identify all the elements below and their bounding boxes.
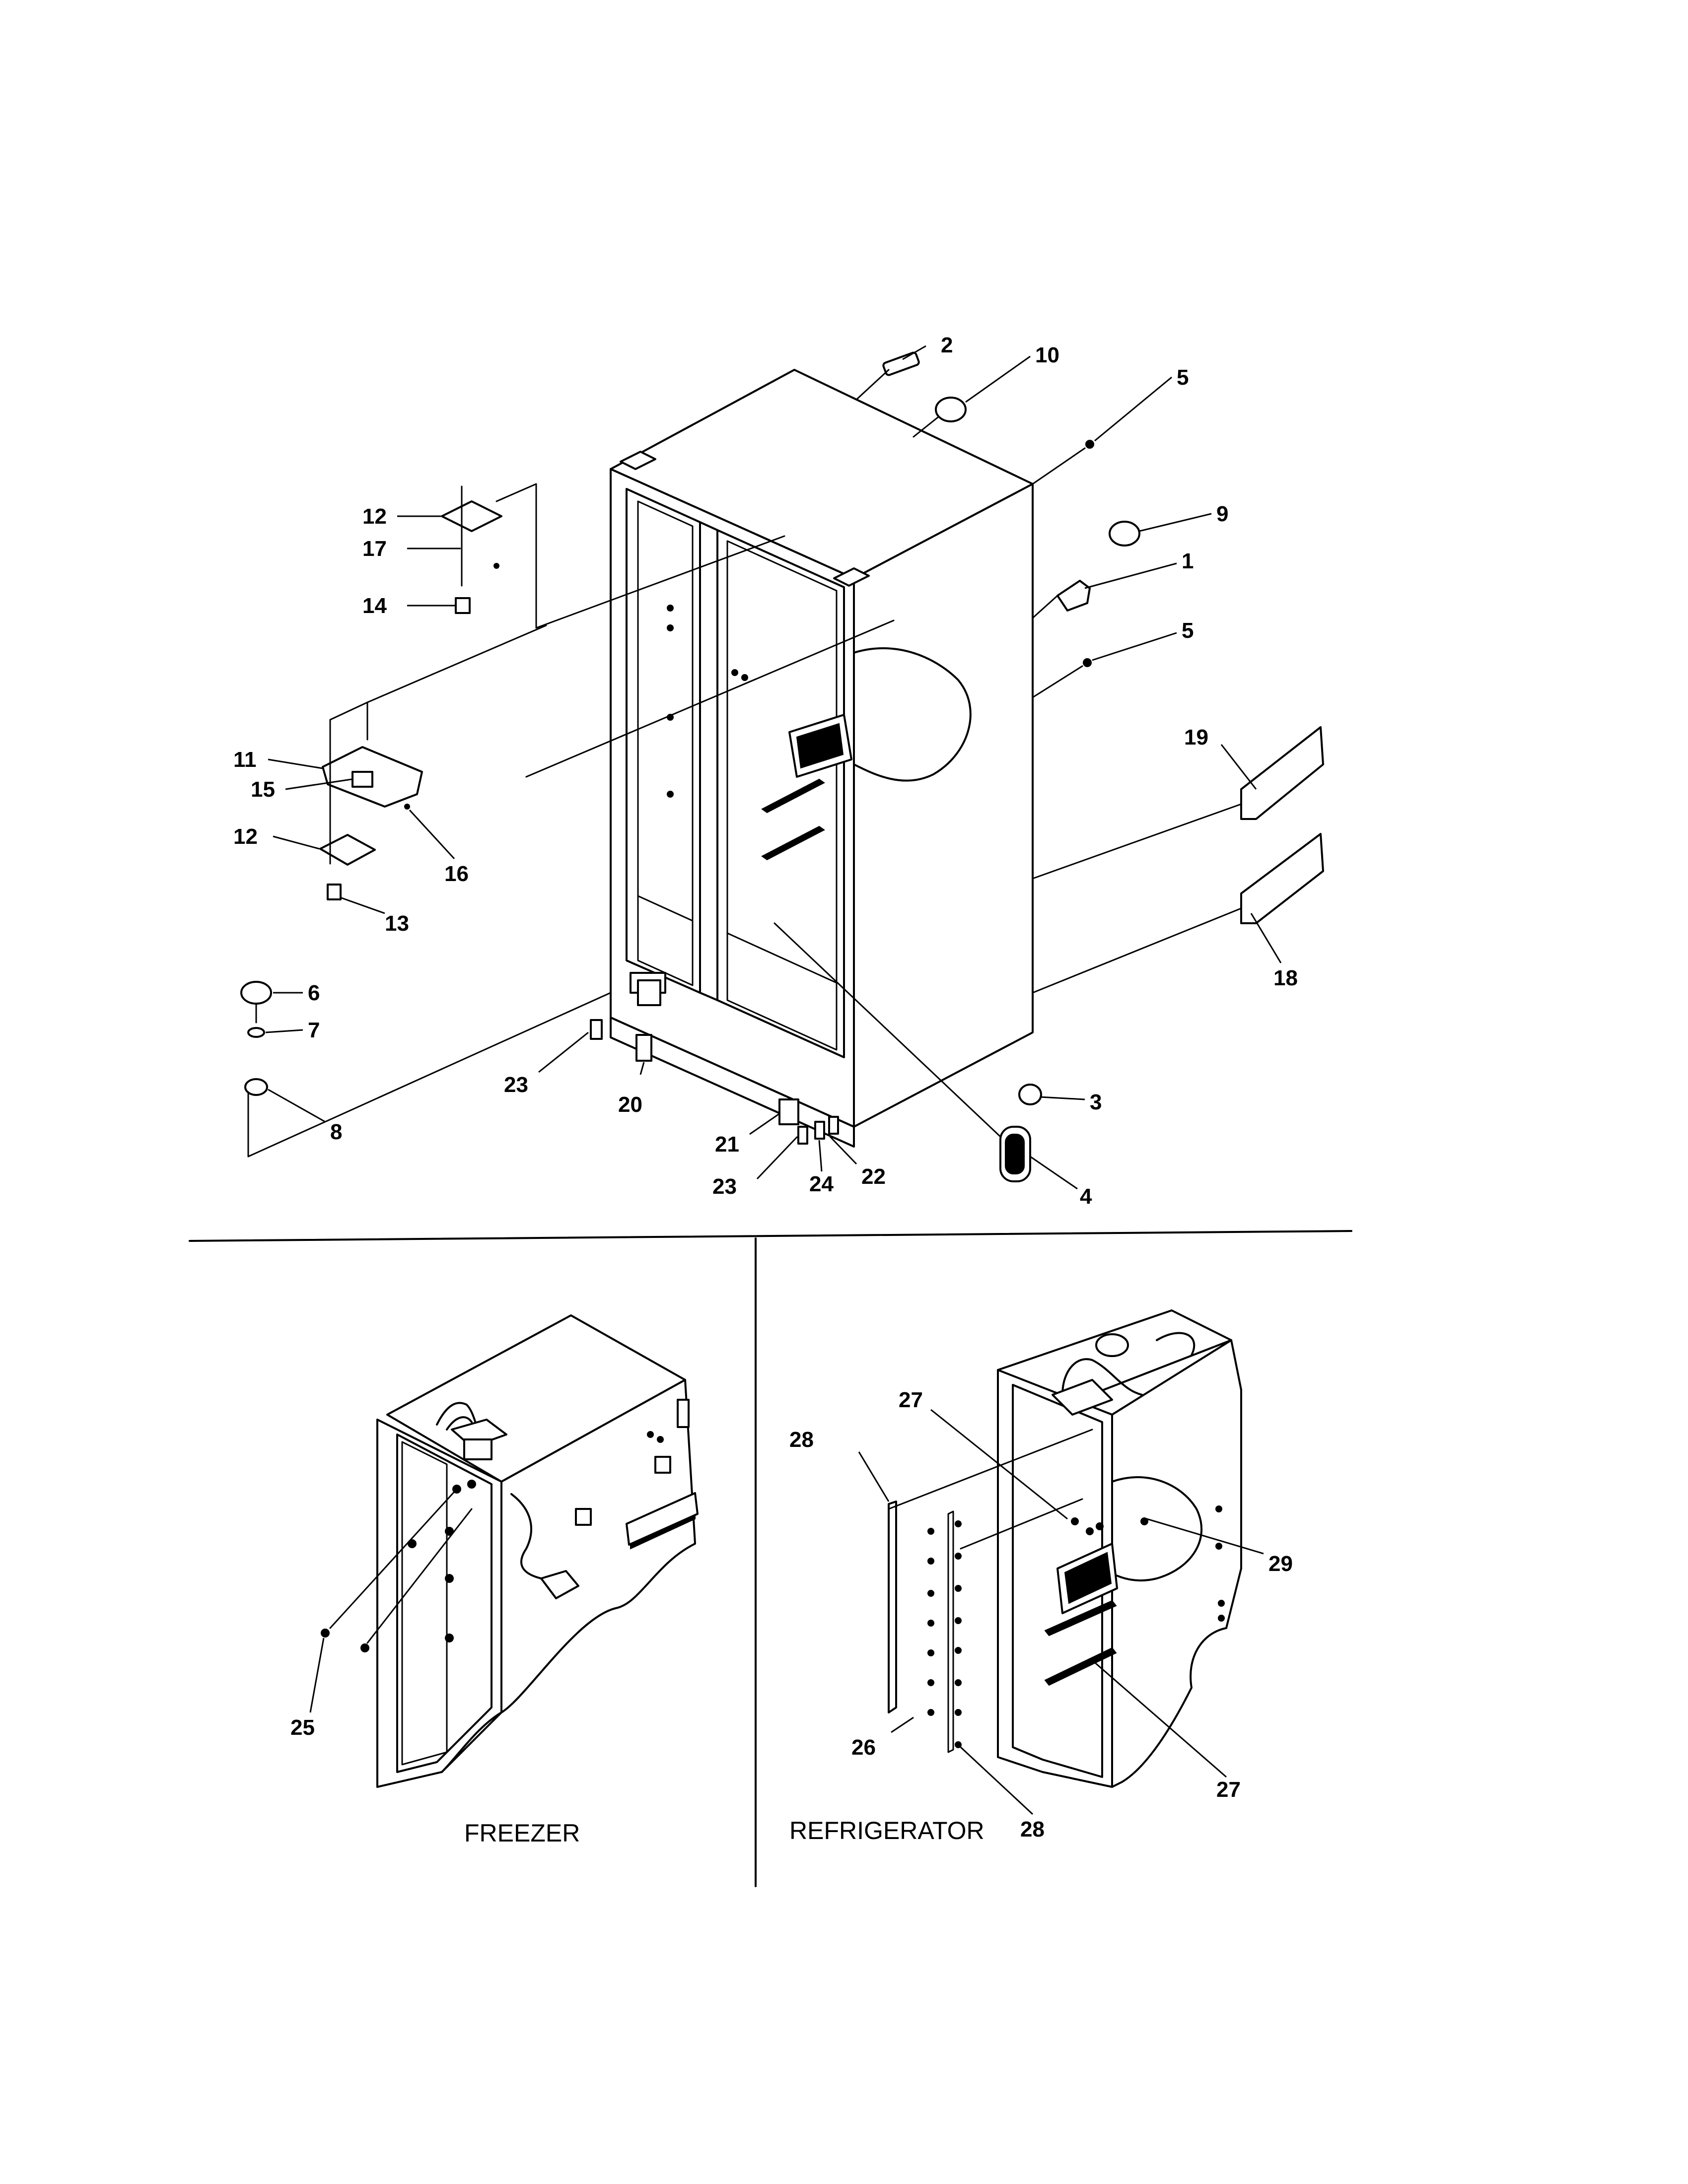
callout-27: 27: [1216, 1777, 1241, 1802]
leader-lines: [265, 345, 1282, 1190]
callout-26: 26: [851, 1735, 876, 1760]
callout-28: 28: [1020, 1817, 1045, 1842]
callout-23: 23: [712, 1174, 737, 1199]
callout-8: 8: [330, 1120, 342, 1144]
cabinet-main: [590, 369, 1034, 1148]
callout-3: 3: [1090, 1090, 1102, 1114]
callout-21: 21: [715, 1132, 739, 1157]
callout-11: 11: [233, 748, 257, 772]
lower-hinge-freezer: [637, 979, 661, 1006]
callout-17: 17: [362, 537, 387, 561]
callout-4: 4: [1080, 1184, 1092, 1209]
callout-22: 22: [861, 1164, 886, 1189]
callout-12: 12: [233, 824, 258, 849]
part-9: [1109, 521, 1140, 546]
callout-20: 20: [618, 1092, 642, 1117]
ladder-screws: [927, 1520, 962, 1748]
callout-27: 27: [899, 1388, 923, 1412]
callout-18: 18: [1273, 966, 1298, 990]
part-18-panel: [1240, 833, 1324, 924]
part-12-top-hinge: [441, 500, 502, 532]
callout-5: 5: [1177, 365, 1189, 390]
part-5-screw-a: [1085, 440, 1094, 449]
part-26-ladder: [888, 1501, 897, 1713]
part-8: [244, 1078, 268, 1096]
part-2-valve: [855, 351, 920, 401]
part-10: [913, 397, 967, 438]
part-1: [1032, 580, 1091, 619]
callout-14: 14: [362, 594, 387, 618]
callout-5: 5: [1182, 618, 1194, 643]
section-captions: FREEZER REFRIGERATOR: [464, 1817, 985, 1847]
part-5-screw-b: [1083, 658, 1092, 667]
section-dividers: [189, 1230, 1352, 1887]
part-4-cover: [774, 922, 1031, 1182]
caption-freezer: FREEZER: [464, 1819, 580, 1847]
freezer-inset: [309, 1314, 699, 1788]
part-7: [247, 1027, 265, 1038]
callout-1: 1: [1182, 549, 1194, 573]
callout-23: 23: [504, 1073, 528, 1097]
callout-7: 7: [308, 1018, 320, 1042]
part-12-lower-hinge: [319, 834, 376, 866]
callout-16: 16: [444, 862, 469, 886]
callout-10: 10: [1035, 343, 1059, 367]
callout-25: 25: [290, 1715, 315, 1740]
part-6: [240, 981, 272, 1005]
caption-refrigerator: REFRIGERATOR: [789, 1817, 985, 1844]
callout-15: 15: [251, 777, 275, 802]
part-19-panel: [1240, 726, 1324, 820]
callout-24: 24: [809, 1172, 834, 1196]
part-14: [455, 597, 471, 614]
callout-29: 29: [1268, 1552, 1293, 1576]
part-25-screw: [321, 1629, 330, 1638]
callout-28: 28: [789, 1428, 814, 1452]
small-parts-right: [774, 351, 1324, 1182]
callout-numbers: 2 10 5 9 1 5 19 18 3 4 12 17 14 11 15 16…: [233, 333, 1298, 1842]
callout-19: 19: [1184, 725, 1208, 750]
part-3-plug: [1018, 1084, 1042, 1105]
refrigerator-inset: [858, 1309, 1264, 1815]
part-13: [327, 884, 342, 900]
callout-12: 12: [362, 504, 387, 529]
horizontal-divider: [189, 1230, 1352, 1242]
callout-13: 13: [385, 911, 409, 936]
callout-6: 6: [308, 981, 320, 1005]
hinge-assemblies: [240, 483, 895, 1158]
callout-2: 2: [941, 333, 953, 357]
callout-9: 9: [1216, 502, 1228, 526]
